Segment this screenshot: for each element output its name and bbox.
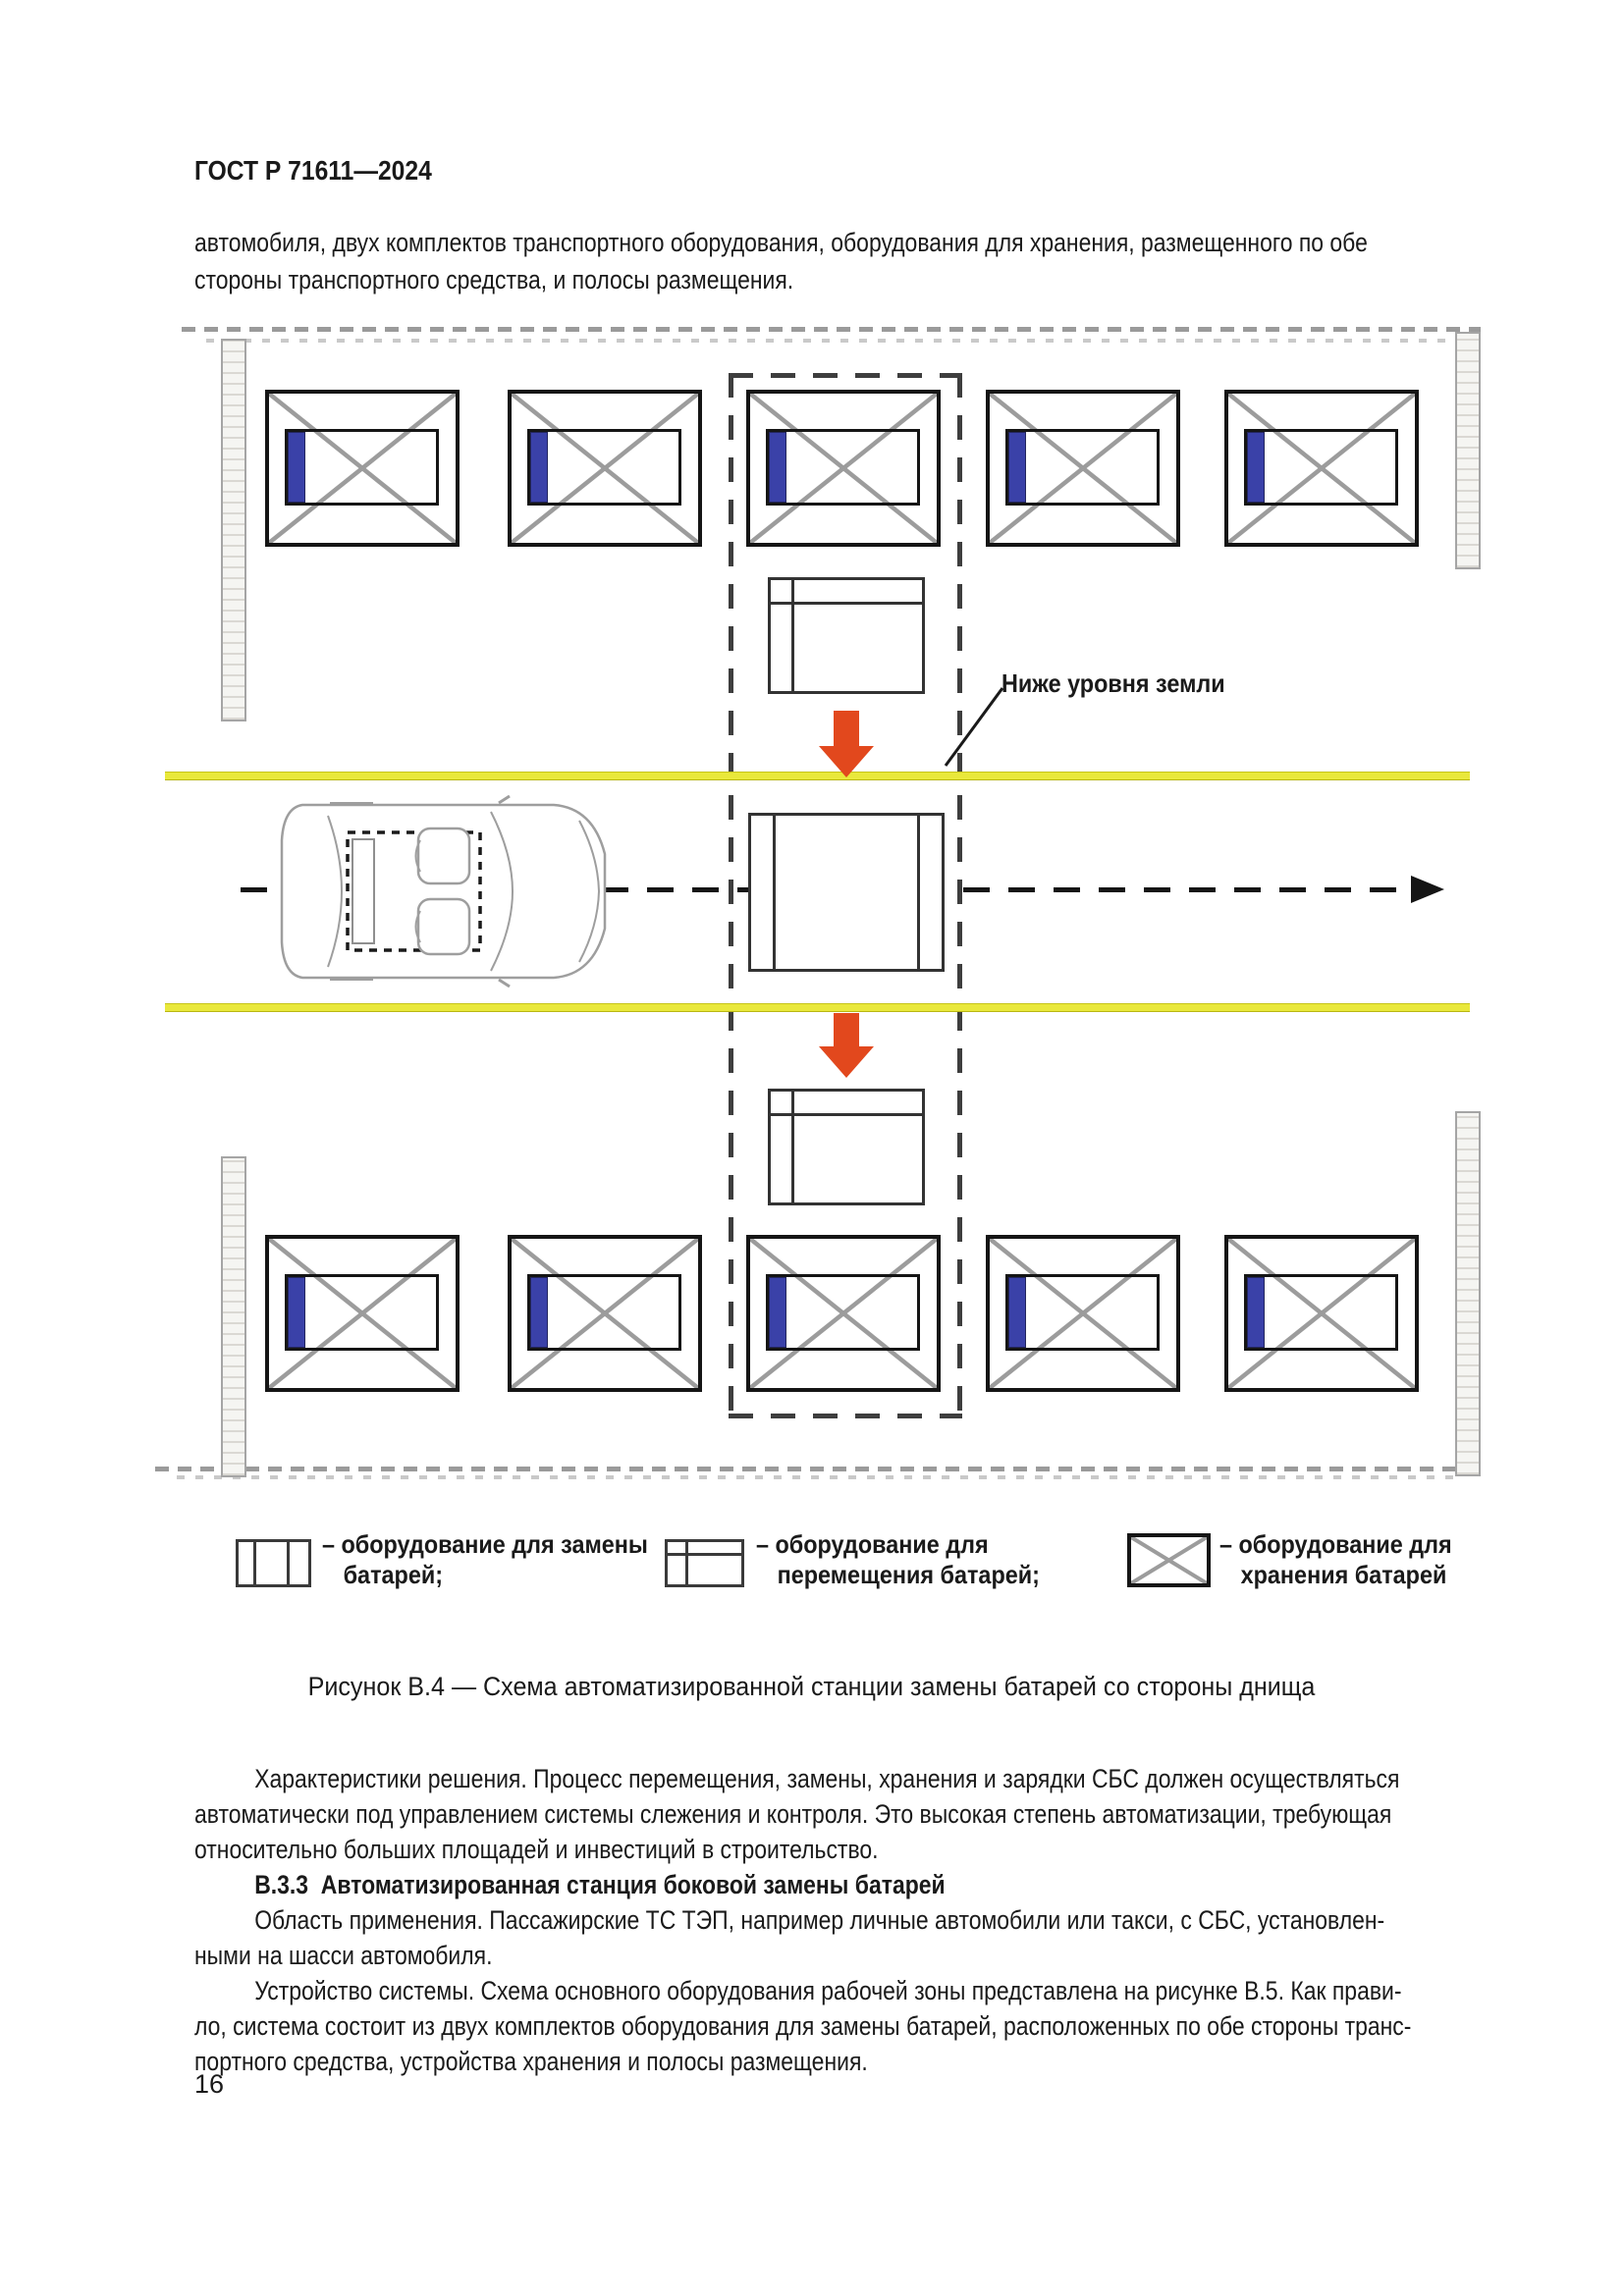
battery-storage-unit (508, 390, 702, 547)
seat (416, 897, 471, 956)
battery-storage-unit (746, 390, 941, 547)
battery-slot (285, 429, 439, 506)
pit-zone-top-edge (729, 373, 962, 378)
wall-top-right (1455, 332, 1481, 569)
pit-zone-bottom-edge (729, 1414, 962, 1418)
pit-zone-right-edge (957, 373, 962, 1418)
paragraph-line: автомобиля, двух комплектов транспортног… (194, 228, 1368, 257)
paragraph-line: стороны транспортного средства, и полосы… (194, 265, 794, 294)
battery-storage-unit (1224, 390, 1419, 547)
drive-axis-arrowhead-icon (1411, 876, 1444, 903)
battery-slot (285, 1274, 439, 1351)
paragraph-line: ными на шасси автомобиля. (194, 1941, 493, 1970)
transfer-equipment-symbol (665, 1539, 744, 1587)
legend-label: – оборудование для перемещения батарей; (756, 1529, 1040, 1589)
battery-storage-unit (1224, 1235, 1419, 1392)
swap-equipment-symbol (236, 1539, 311, 1587)
top-boundary-line-2 (206, 339, 1453, 343)
intro-paragraph: автомобиля, двух комплектов транспортног… (194, 224, 1575, 298)
battery-bar (530, 1277, 548, 1348)
wall-bottom-right (1455, 1111, 1481, 1476)
battery-swap-equipment (748, 813, 945, 972)
battery-bar (288, 1277, 305, 1348)
paragraph-line: Область применения. Пассажирские ТС ТЭП,… (254, 1905, 1385, 1935)
standard-code-header: ГОСТ Р 71611—2024 (194, 155, 432, 186)
bottom-boundary-line-2 (177, 1475, 1453, 1479)
battery-bar (1247, 432, 1265, 503)
storage-equipment-symbol (1127, 1533, 1211, 1587)
paragraph-line: ло, система состоит из двух комплектов о… (194, 2011, 1412, 2041)
battery-bar (1008, 432, 1026, 503)
page-number: 16 (194, 2069, 225, 2099)
battery-storage-unit (986, 1235, 1180, 1392)
battery-bar (769, 1277, 786, 1348)
battery-transfer-equipment (768, 577, 925, 694)
battery-bar (769, 432, 786, 503)
paragraph-line: Устройство системы. Схема основного обор… (254, 1976, 1402, 2005)
legend-label: – оборудование для хранения батарей (1219, 1529, 1452, 1589)
bottom-boundary-line (155, 1467, 1483, 1471)
paragraph-line: автоматически под управлением системы сл… (194, 1799, 1392, 1829)
paragraph-line: относительно больших площадей и инвестиц… (194, 1835, 879, 1864)
pit-zone-left-edge (729, 373, 733, 1418)
figure-caption: Рисунок В.4 — Схема автоматизированной с… (308, 1672, 1316, 1701)
seat (416, 827, 471, 885)
battery-storage-unit (986, 390, 1180, 547)
paragraph-line: портного средства, устройства хранения и… (194, 2047, 868, 2076)
battery-slot (766, 1274, 920, 1351)
battery-bar (1008, 1277, 1026, 1348)
battery-slot (527, 1274, 681, 1351)
battery-slot (1005, 1274, 1160, 1351)
battery-storage-unit (265, 1235, 460, 1392)
lane-line-bottom (165, 1003, 1470, 1012)
battery-bar (288, 432, 305, 503)
transfer-arrow-down-icon (819, 711, 874, 777)
battery-storage-unit (265, 390, 460, 547)
lane-line-top (165, 772, 1470, 780)
top-boundary-line (182, 327, 1481, 332)
annotation-leader-line (944, 687, 1004, 767)
battery-storage-unit (508, 1235, 702, 1392)
section-heading: В.3.3 Автоматизированная станция боковой… (254, 1870, 946, 1899)
battery-slot (1244, 429, 1398, 506)
battery-bar (1247, 1277, 1265, 1348)
car-top-view-sketch (280, 795, 607, 988)
wall-top-left (221, 339, 246, 721)
wall-bottom-left (221, 1156, 246, 1477)
battery-slot (766, 429, 920, 506)
battery-slot (1005, 429, 1160, 506)
battery-compartment-outline (346, 830, 482, 952)
body-text: Характеристики решения. Процесс перемеще… (194, 1761, 1624, 2079)
paragraph-line: Характеристики решения. Процесс перемеще… (254, 1764, 1400, 1793)
battery-transfer-equipment (768, 1089, 925, 1205)
battery-slot (1244, 1274, 1398, 1351)
battery-bar (530, 432, 548, 503)
transfer-arrow-down-icon (819, 1013, 874, 1078)
battery-storage-unit (746, 1235, 941, 1392)
battery-slot (527, 429, 681, 506)
legend-label: – оборудование для замены батарей; (322, 1529, 648, 1589)
below-ground-annotation: Ниже уровня земли (1001, 668, 1225, 698)
